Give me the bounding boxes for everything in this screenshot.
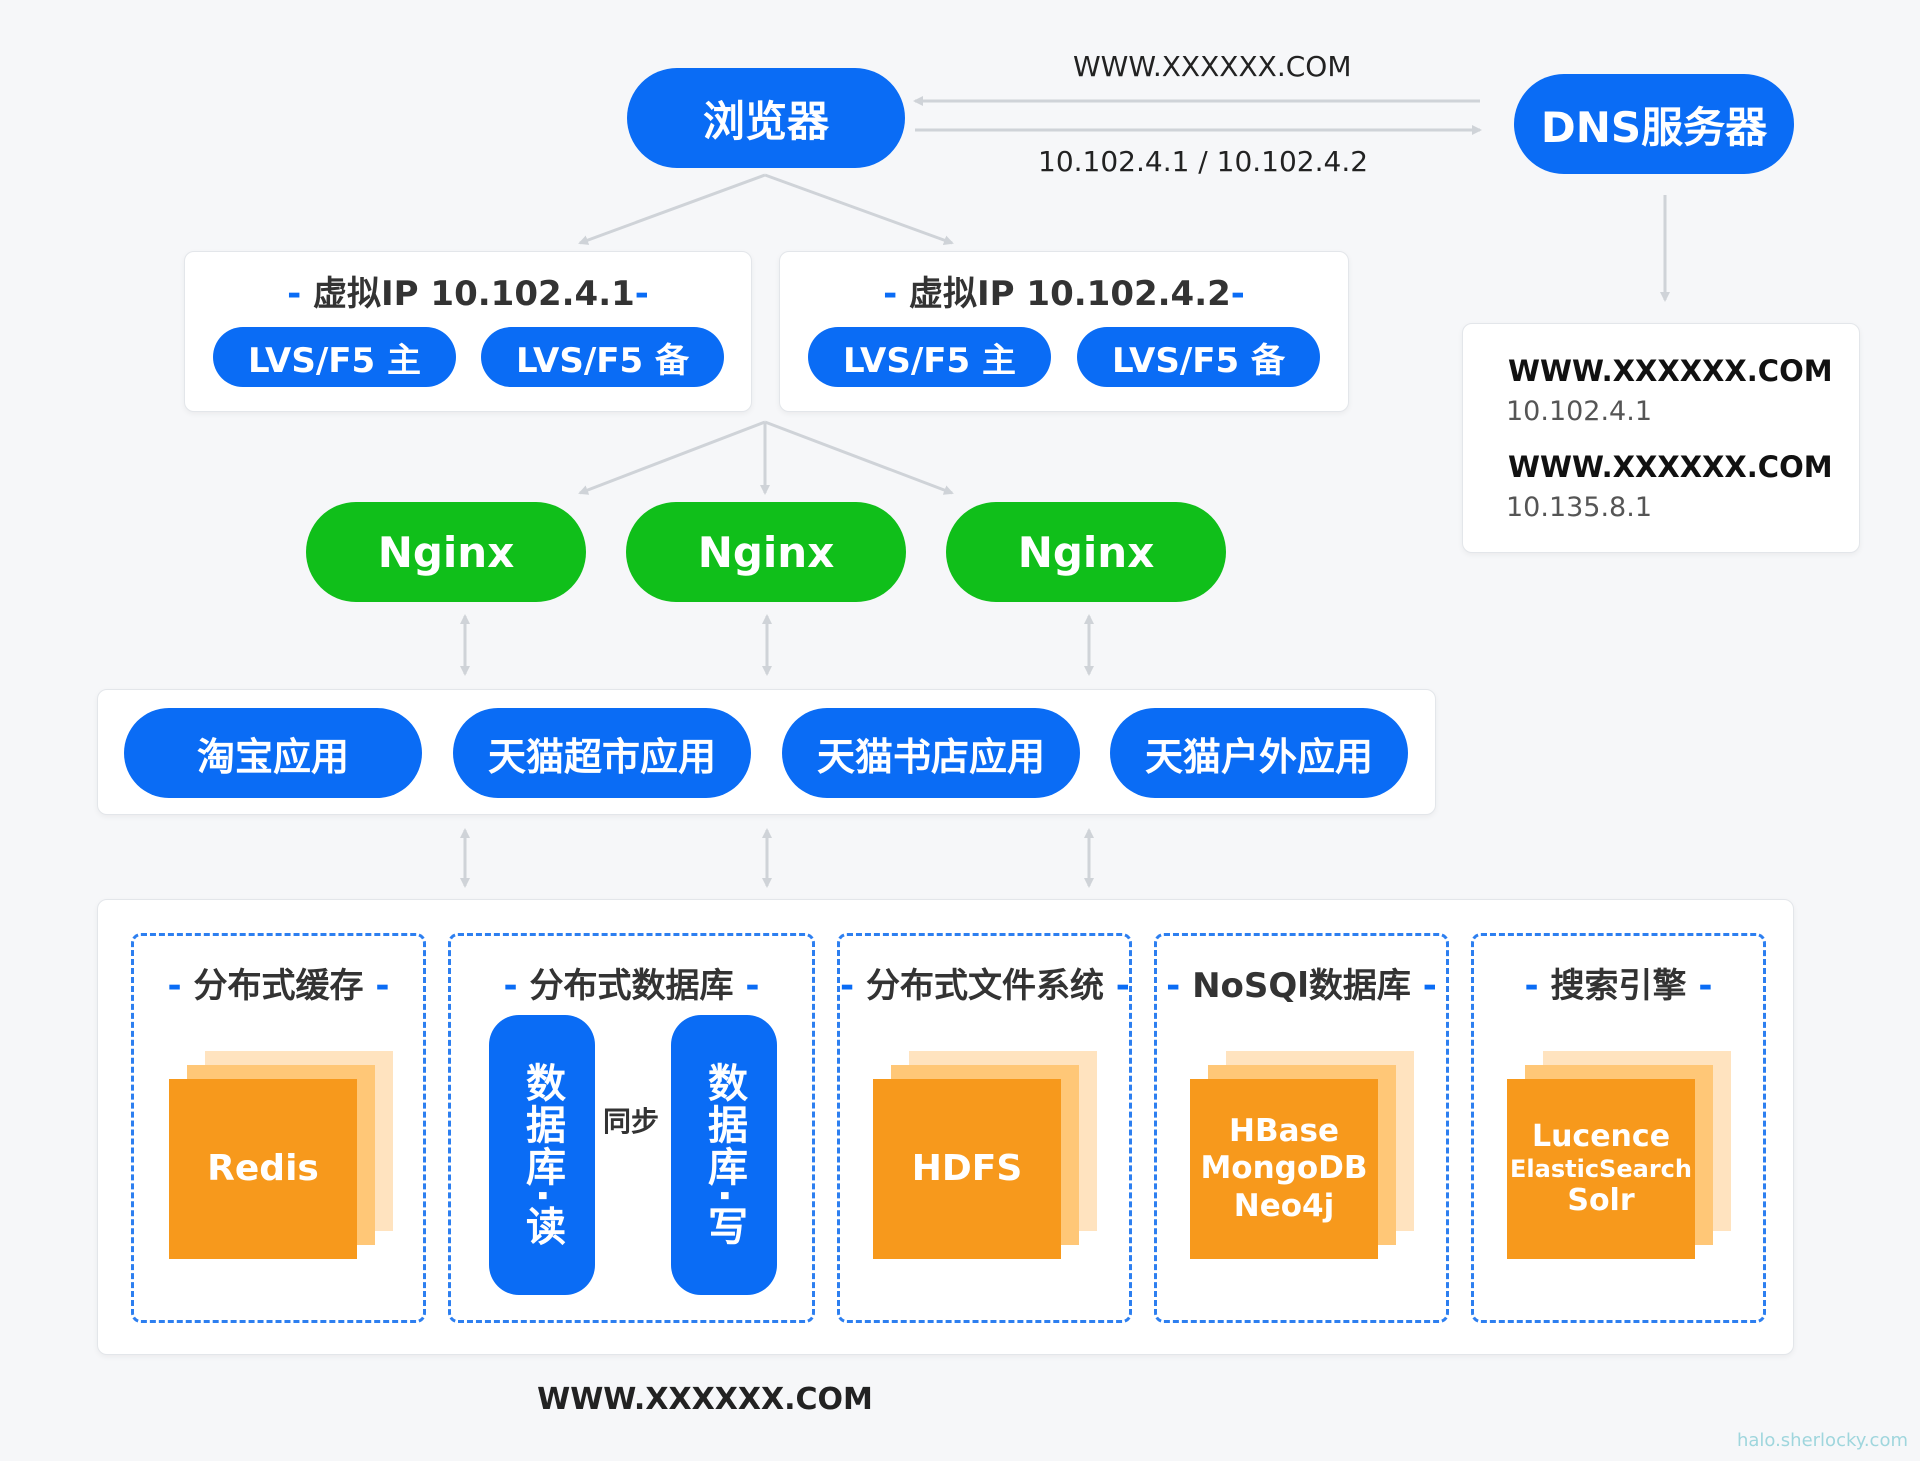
app-label: 淘宝应用 (196, 734, 349, 779)
storage-nosql: - NoSQl数据库 - HBase MongoDB Neo4j (1154, 933, 1449, 1323)
storage-title-text: 分布式数据库 (529, 966, 734, 1006)
lvs-backup-label: LVS/F5 备 (516, 340, 689, 381)
product-label: HBase (1229, 1113, 1339, 1150)
app-label: 天猫超市应用 (487, 734, 716, 779)
storage-filesystem: - 分布式文件系统 - HDFS (837, 933, 1132, 1323)
dns-records-card: WWW.XXXXXX.COM 10.102.4.1 WWW.XXXXXX.COM… (1462, 323, 1860, 553)
db-write-label: 数据库·写 (701, 1062, 747, 1248)
nginx-node-2: Nginx (626, 502, 906, 602)
browser-to-vip1-arrow (578, 173, 766, 245)
vip-address: 虚拟IP 10.102.4.1 (313, 274, 635, 314)
browser-to-vip2-arrow (764, 173, 954, 245)
app-taobao: 淘宝应用 (124, 708, 422, 798)
product-label: ElasticSearch (1510, 1154, 1692, 1183)
nginx-label: Nginx (1017, 527, 1155, 577)
vip-group-2: - 虚拟IP 10.102.4.2- LVS/F5 主 LVS/F5 备 (779, 251, 1349, 412)
nginx-node-3: Nginx (946, 502, 1226, 602)
vip-title: - 虚拟IP 10.102.4.1- (287, 274, 649, 314)
storage-title: - 分布式缓存 - (167, 966, 390, 1006)
db-read-label: 数据库·读 (519, 1062, 565, 1248)
dns-record-ip: 10.135.8.1 (1506, 492, 1652, 523)
db-read-node: 数据库·读 (489, 1015, 595, 1295)
nginx-node-1: Nginx (306, 502, 586, 602)
lb-to-nginx3-arrow (764, 420, 954, 495)
nginx-label: Nginx (697, 527, 835, 577)
product-label: Redis (207, 1148, 319, 1190)
storage-cache: - 分布式缓存 - Redis (131, 933, 426, 1323)
dns-server-label: DNS服务器 (1540, 102, 1768, 152)
nginx-label: Nginx (377, 527, 515, 577)
storage-title: - NoSQl数据库 - (1166, 966, 1437, 1006)
dns-query-label: WWW.XXXXXX.COM (1073, 50, 1352, 83)
watermark: halo.sherlocky.com (1736, 1430, 1908, 1451)
storage-title-text: NoSQl数据库 (1192, 966, 1411, 1006)
dns-record-host: WWW.XXXXXX.COM (1508, 450, 1833, 484)
app-label: 天猫书店应用 (816, 734, 1045, 779)
dns-record-host: WWW.XXXXXX.COM (1508, 354, 1833, 388)
lvs-backup-node: LVS/F5 备 (1077, 327, 1320, 387)
storage-title-text: 分布式缓存 (193, 966, 364, 1006)
storage-database: - 分布式数据库 - (448, 933, 815, 1323)
product-label: MongoDB (1200, 1150, 1368, 1187)
vip-address: 虚拟IP 10.102.4.2 (909, 274, 1231, 314)
storage-search: - 搜索引擎 - Lucence ElasticSearch Solr (1471, 933, 1766, 1323)
sync-label: 同步 (603, 1105, 660, 1138)
storage-title: - 分布式文件系统 - (840, 966, 1130, 1006)
browser-node: 浏览器 (627, 68, 905, 168)
product-label: Neo4j (1233, 1187, 1335, 1224)
product-label: Lucence (1531, 1118, 1671, 1154)
dns-server-node: DNS服务器 (1514, 74, 1794, 174)
browser-label: 浏览器 (702, 96, 829, 146)
app-label: 天猫户外应用 (1144, 734, 1373, 779)
vip-group-1: - 虚拟IP 10.102.4.1- LVS/F5 主 LVS/F5 备 (184, 251, 752, 412)
vip-title: - 虚拟IP 10.102.4.2- (883, 274, 1245, 314)
lvs-backup-label: LVS/F5 备 (1112, 340, 1285, 381)
app-tmall-bookstore: 天猫书店应用 (782, 708, 1080, 798)
dns-record-ip: 10.102.4.1 (1506, 396, 1652, 427)
lvs-master-label: LVS/F5 主 (843, 340, 1016, 381)
product-label: HDFS (911, 1148, 1023, 1190)
storage-title: - 搜索引擎 - (1524, 966, 1713, 1006)
app-tmall-outdoor: 天猫户外应用 (1110, 708, 1408, 798)
lvs-master-node: LVS/F5 主 (213, 327, 456, 387)
lvs-master-label: LVS/F5 主 (248, 340, 421, 381)
lb-to-nginx1-arrow (578, 420, 766, 495)
storage-title-text: 搜索引擎 (1550, 966, 1687, 1006)
dns-reply-label: 10.102.4.1 / 10.102.4.2 (1038, 145, 1369, 178)
db-write-node: 数据库·写 (671, 1015, 777, 1295)
storage-title-text: 分布式文件系统 (865, 966, 1104, 1006)
app-tmall-supermarket: 天猫超市应用 (453, 708, 751, 798)
lvs-master-node: LVS/F5 主 (808, 327, 1051, 387)
storage-title: - 分布式数据库 - (503, 966, 760, 1006)
product-label: Solr (1567, 1183, 1635, 1219)
lvs-backup-node: LVS/F5 备 (481, 327, 724, 387)
footer-domain: WWW.XXXXXX.COM (537, 1382, 873, 1417)
